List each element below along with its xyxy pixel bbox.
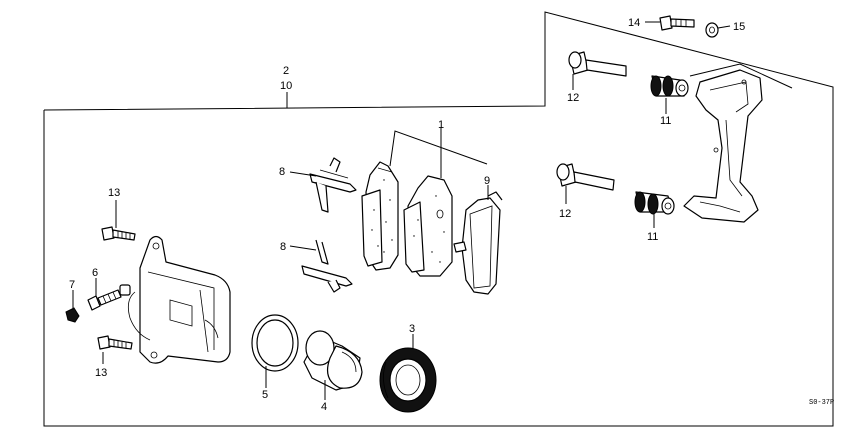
bracket-washer bbox=[705, 22, 719, 38]
callout-8-upper: 8 bbox=[279, 166, 285, 178]
caliper-bolt-lower bbox=[97, 335, 133, 350]
callout-13-lower: 13 bbox=[95, 367, 107, 379]
callout-13-upper: 13 bbox=[108, 187, 120, 199]
callout-12-lower: 12 bbox=[559, 208, 571, 220]
caliper-piston bbox=[303, 330, 363, 391]
pin-boot-upper bbox=[650, 75, 689, 97]
bleeder-screw bbox=[87, 289, 122, 311]
diagram-code: S0-37P bbox=[809, 399, 834, 407]
callout-3: 3 bbox=[409, 323, 415, 335]
caliper-bracket bbox=[683, 69, 763, 223]
callout-5: 5 bbox=[262, 389, 268, 401]
leader-lines bbox=[72, 21, 731, 400]
pin-boot-lower bbox=[634, 191, 675, 215]
piston-seal bbox=[251, 314, 299, 372]
piston-boot bbox=[379, 347, 437, 413]
assembly-boundary bbox=[43, 11, 834, 427]
callout-11-lower: 11 bbox=[647, 231, 658, 243]
bracket-boundary bbox=[689, 63, 793, 89]
callout-8-lower: 8 bbox=[280, 241, 286, 253]
callout-10: 10 bbox=[280, 80, 292, 92]
guide-pin-upper bbox=[568, 51, 627, 77]
callout-4: 4 bbox=[321, 401, 327, 413]
callout-7: 7 bbox=[69, 279, 75, 291]
callout-9: 9 bbox=[484, 175, 490, 187]
guide-pin-lower bbox=[556, 163, 615, 191]
brake-pad-inner bbox=[361, 161, 399, 271]
anti-rattle-clip-upper bbox=[309, 157, 357, 213]
bracket-bolt bbox=[659, 15, 695, 31]
anti-rattle-clip-lower bbox=[301, 239, 353, 293]
callout-2: 2 bbox=[283, 65, 289, 77]
callout-14: 14 bbox=[628, 17, 640, 29]
brake-pad-outer bbox=[403, 175, 453, 277]
callout-11-upper: 11 bbox=[660, 115, 671, 127]
caliper-bolt-upper bbox=[101, 226, 136, 241]
pad-shim bbox=[453, 191, 503, 295]
bleeder-cap bbox=[65, 307, 80, 323]
callout-12-upper: 12 bbox=[567, 92, 579, 104]
caliper-body bbox=[119, 235, 231, 364]
callout-6: 6 bbox=[92, 267, 98, 279]
callout-1: 1 bbox=[438, 119, 444, 131]
callout-15: 15 bbox=[733, 21, 745, 33]
